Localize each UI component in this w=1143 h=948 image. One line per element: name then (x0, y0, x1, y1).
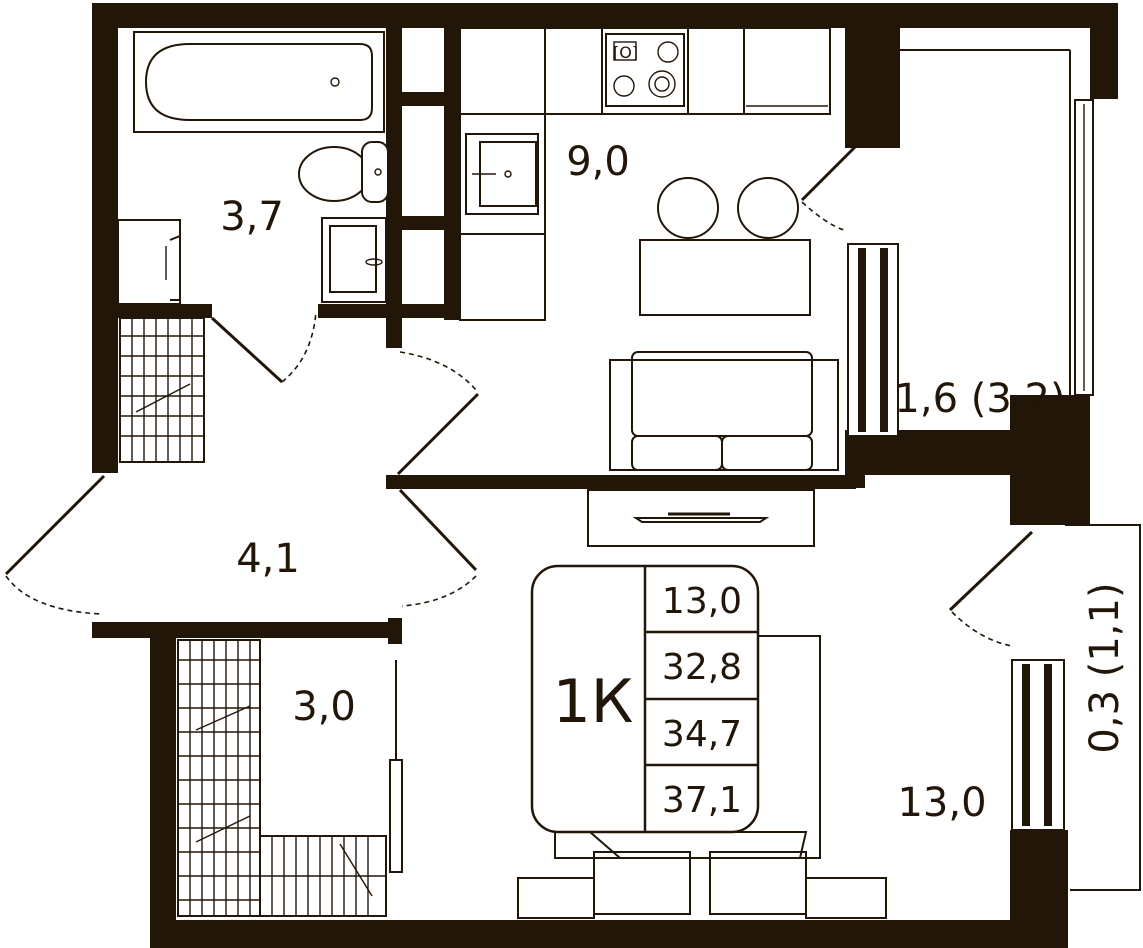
toilet-icon (298, 141, 389, 203)
dining-table-icon (639, 177, 811, 316)
bathroom-area: 3,7 (220, 194, 284, 240)
kitchen-fixtures: [O] (459, 27, 839, 471)
total-area-reduced: 34,7 (662, 714, 742, 755)
total-area-full: 37,1 (662, 780, 742, 821)
bedroom-area: 13,0 (897, 780, 986, 826)
wardrobe-hall (119, 317, 205, 463)
loggia-kitchen (847, 49, 1094, 437)
bathroom-fixtures (117, 31, 389, 305)
kitchen-sink-icon (465, 133, 539, 215)
svg-text:[O]: [O] (613, 43, 638, 62)
bathtub-icon (133, 31, 385, 133)
room-labels: 3,7 9,0 1,6 (3,2) 4,1 3,0 13,0 0,3 (1,1) (220, 139, 1128, 826)
storage-area: 3,0 (292, 684, 356, 730)
apartment-summary: 1К 13,0 32,8 34,7 37,1 (530, 564, 760, 834)
total-area-no-balcony: 32,8 (662, 647, 742, 688)
hall-area: 4,1 (236, 536, 300, 582)
loggia-kitchen-area: 1,6 (3,2) (894, 376, 1065, 422)
apartment-type: 1К (553, 667, 634, 737)
wardrobe-storage (177, 639, 403, 917)
bathroom-sink-icon (321, 217, 387, 303)
tv-stand-icon (587, 489, 815, 547)
doors (4, 130, 1034, 647)
living-area: 13,0 (662, 581, 742, 622)
washing-machine-icon (117, 219, 181, 305)
radiator-icon (1011, 659, 1065, 831)
kitchen-area: 9,0 (566, 139, 630, 185)
walls (92, 3, 1118, 948)
stove-icon: [O] (605, 33, 685, 107)
sofa-icon (609, 351, 839, 471)
balcony-bedroom-area: 0,3 (1,1) (1082, 582, 1128, 753)
